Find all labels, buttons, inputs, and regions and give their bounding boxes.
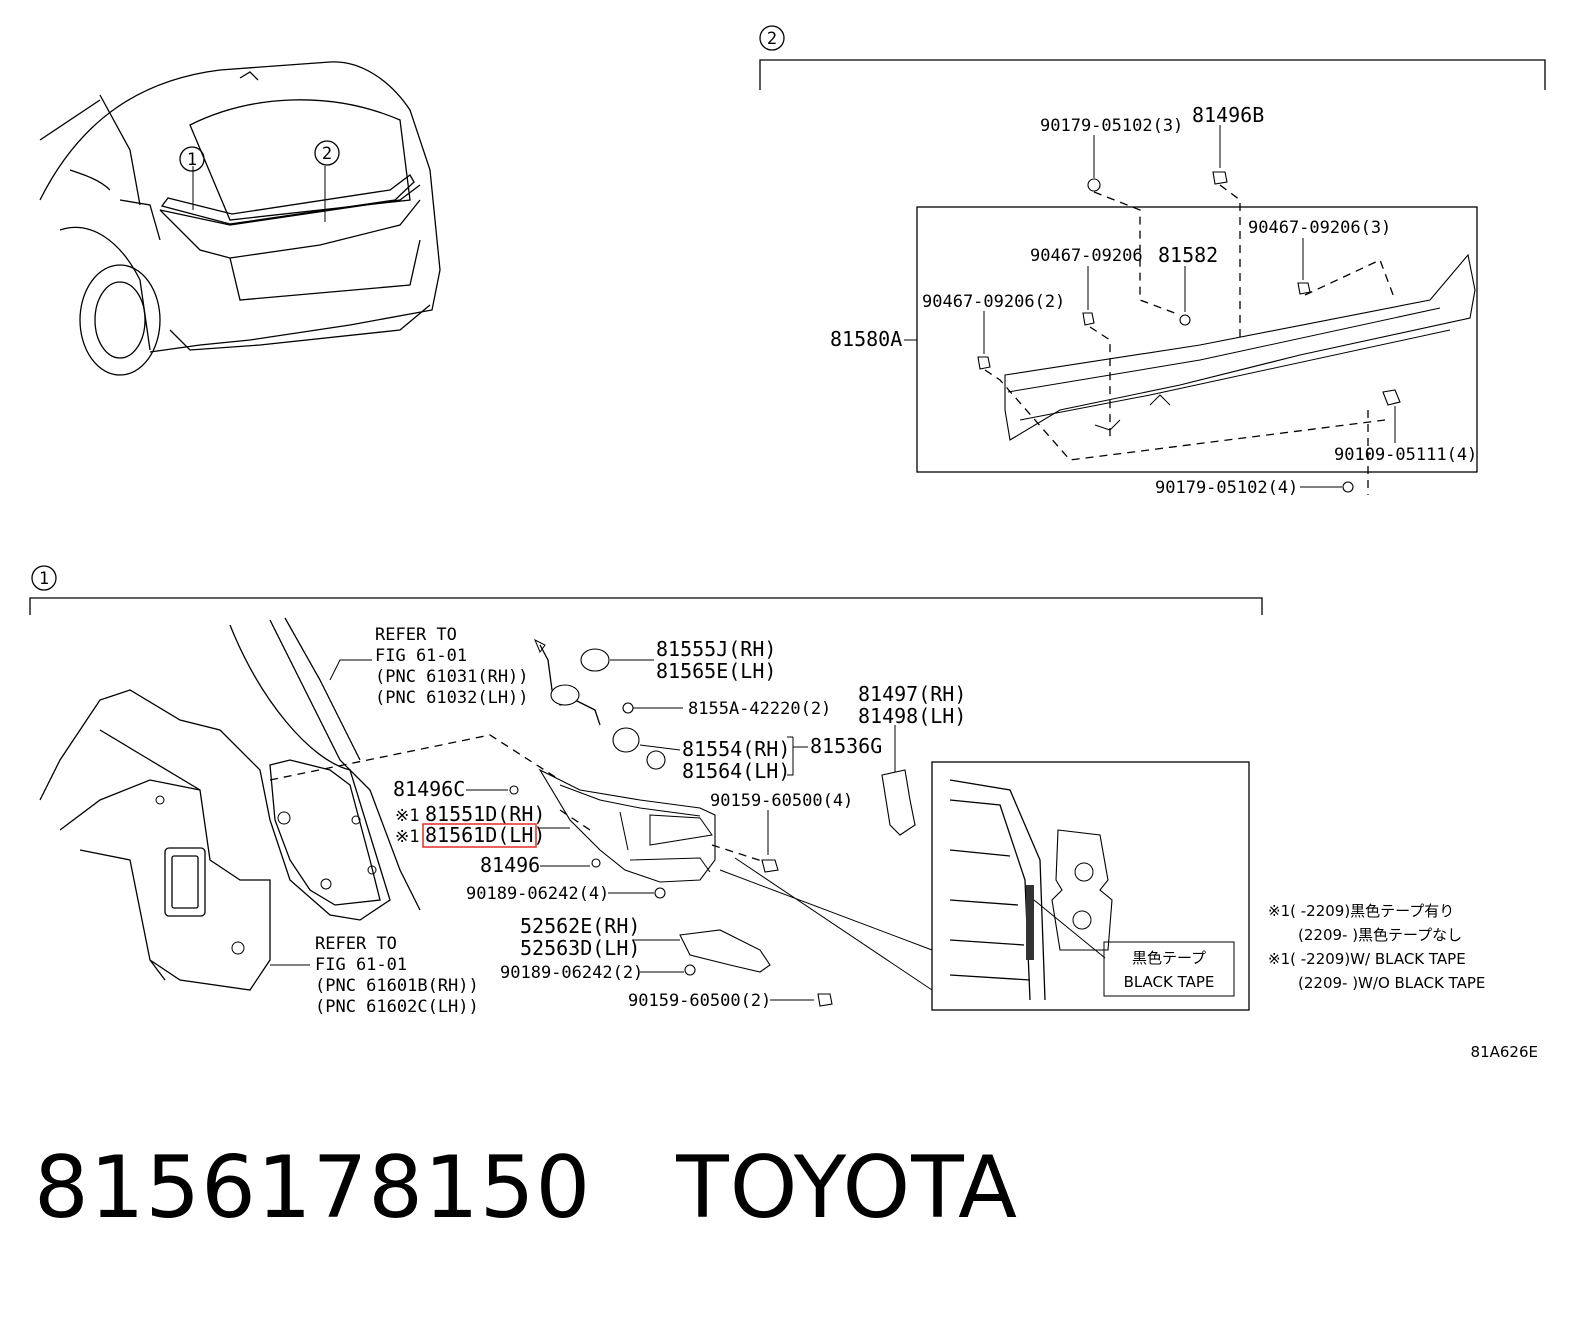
part-label-81496c: 81496C <box>393 777 465 801</box>
highlighted-part-box <box>422 823 537 848</box>
clip-icon <box>1212 171 1228 185</box>
black-tape-callout-box <box>1103 941 1235 997</box>
figure-code: 81A626E <box>1471 1043 1538 1061</box>
part-label-81536g: 81536G <box>810 734 882 758</box>
screw-icon <box>684 964 696 976</box>
side-bracket-shape <box>881 769 916 836</box>
refer-bottom-line-3: (PNC 61601B(RH)) <box>315 976 479 996</box>
bottom-caption: 8156178150 TOYOTA <box>34 1138 1018 1238</box>
part-label-81497-rh: 81497(RH) <box>858 682 966 706</box>
note-mark-1b: ※1 <box>395 827 419 847</box>
callout-2-label-car: 2 <box>322 144 332 164</box>
footnotes: ※1( -2209)黒色テープ有り (2209- )黒色テープなし ※1( -2… <box>1268 902 1485 992</box>
nut-icon <box>1297 282 1311 295</box>
nut-icon <box>817 993 833 1007</box>
clip-icon <box>1342 481 1354 493</box>
part-label-81551d-rh: 81551D(RH) <box>425 802 545 826</box>
section-1-callout-label: 1 <box>39 569 49 589</box>
note-1-jp: ※1( -2209)黒色テープ有り <box>1268 902 1454 920</box>
part-label-90467-09206: 90467-09206 <box>1030 246 1143 266</box>
part-number: 8156178150 <box>34 1138 592 1238</box>
refer-top-line-3: (PNC 61031(RH)) <box>375 667 529 687</box>
clip-icon <box>1179 314 1191 326</box>
part-label-90179-05102-4: 90179-05102(4) <box>1155 478 1298 498</box>
part-label-81580a: 81580A <box>830 327 902 351</box>
part-label-81582: 81582 <box>1158 243 1218 267</box>
refer-top-line-2: FIG 61-01 <box>375 646 467 666</box>
part-label-81561d-lh: 81561D(LH) <box>425 823 545 847</box>
bulb-socket-icon <box>612 727 640 753</box>
bracket-shape <box>679 929 771 973</box>
part-label-90189-06242-4: 90189-06242(4) <box>466 884 609 904</box>
socket-icon <box>580 648 610 672</box>
refer-top-line-1: REFER TO <box>375 625 457 645</box>
part-label-90467-09206-3: 90467-09206(3) <box>1248 218 1391 238</box>
part-label-90159-60500-2: 90159-60500(2) <box>628 991 771 1011</box>
bulb-icon <box>646 750 666 770</box>
tail-lamp-assy-shape <box>538 768 716 883</box>
back-door-garnish-shape <box>1004 253 1476 441</box>
note-mark-1a: ※1 <box>395 806 419 826</box>
part-label-8155a-42220-2: 8155A-42220(2) <box>688 699 831 719</box>
refer-bottom-line-4: (PNC 61602C(LH)) <box>315 997 479 1017</box>
refer-bottom-line-1: REFER TO <box>315 934 397 954</box>
note-2-jp: (2209- )黒色テープなし <box>1298 926 1462 944</box>
clip-icon <box>591 858 601 868</box>
brand-name: TOYOTA <box>676 1138 1018 1238</box>
car-overview-illustration: 1 2 <box>39 61 441 376</box>
part-label-90189-06242-2: 90189-06242(2) <box>500 963 643 983</box>
screw-icon <box>654 887 666 899</box>
wire-harness-icon <box>550 684 580 706</box>
screw-icon <box>622 702 634 714</box>
detail-bracket-shape <box>1051 829 1113 951</box>
refer-bottom-line-2: FIG 61-01 <box>315 955 407 975</box>
section-1-callout <box>31 565 57 591</box>
nut-icon <box>761 859 779 873</box>
black-tape-strip <box>1026 885 1034 960</box>
nut-icon <box>1082 312 1095 326</box>
section-2-callout <box>759 25 785 51</box>
clip-icon <box>1382 389 1401 406</box>
callout-2-marker-car <box>314 140 340 166</box>
part-label-90467-09206-2: 90467-09206(2) <box>922 292 1065 312</box>
part-label-81498-lh: 81498(LH) <box>858 704 966 728</box>
callout-1-marker-car <box>179 146 205 172</box>
part-label-81554-rh: 81554(RH) <box>682 737 790 761</box>
section-1-tail-lamp: 1 <box>29 565 1263 1017</box>
part-label-81496b: 81496B <box>1192 103 1264 127</box>
part-label-52563d-lh: 52563D(LH) <box>520 936 640 960</box>
part-label-81564-lh: 81564(LH) <box>682 759 790 783</box>
note-1-en: ※1( -2209)W/ BLACK TAPE <box>1268 950 1466 968</box>
section-2-callout-label: 2 <box>767 29 777 49</box>
part-label-81496: 81496 <box>480 853 540 877</box>
black-tape-detail-box <box>931 761 1250 1011</box>
clip-icon <box>509 785 519 795</box>
section-2-garnish: 2 90179-05102(3) <box>759 25 1546 498</box>
caption-gap <box>591 1138 676 1238</box>
part-label-90159-60500-4: 90159-60500(4) <box>710 791 853 811</box>
part-label-90109-05111-4: 90109-05111(4) <box>1334 445 1477 465</box>
part-label-52562e-rh: 52562E(RH) <box>520 914 640 938</box>
black-tape-label-en: BLACK TAPE <box>1124 973 1215 991</box>
part-label-90179-05102-3: 90179-05102(3) <box>1040 116 1183 136</box>
clip-icon <box>1087 178 1101 192</box>
black-tape-label-jp: 黒色テープ <box>1132 949 1206 967</box>
part-label-81555j-rh: 81555J(RH) <box>656 637 776 661</box>
callout-1-label-car: 1 <box>187 150 197 170</box>
refer-top-line-4: (PNC 61032(LH)) <box>375 688 529 708</box>
part-label-81565e-lh: 81565E(LH) <box>656 659 776 683</box>
nut-icon <box>977 356 991 370</box>
note-2-en: (2209- )W/O BLACK TAPE <box>1298 974 1485 992</box>
